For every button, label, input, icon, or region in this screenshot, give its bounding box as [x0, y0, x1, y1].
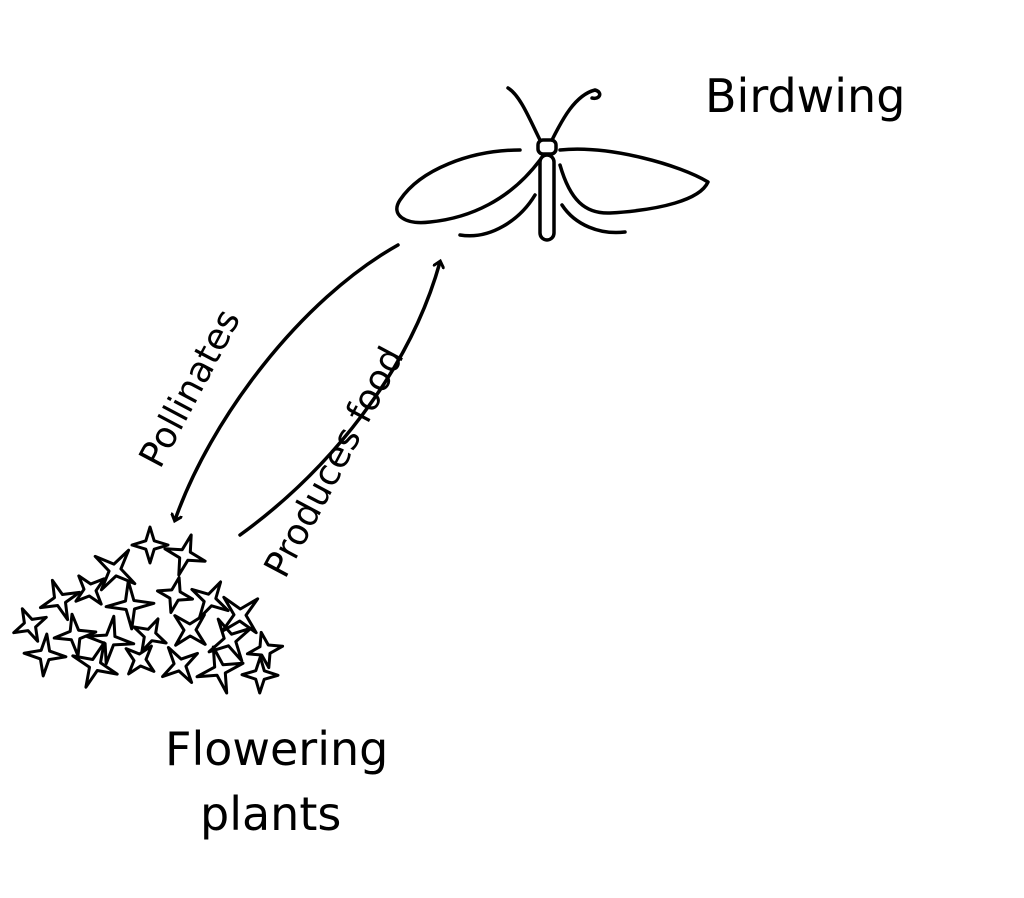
- pollinates-label: Pollinates: [132, 303, 249, 474]
- flower-star: [195, 645, 245, 695]
- flower-star: [190, 580, 230, 620]
- flower-star: [22, 632, 68, 678]
- pollinates-arrow: [175, 243, 400, 520]
- flower-star: [207, 617, 253, 663]
- flower-star: [52, 612, 98, 658]
- flowering-label: Flowering: [165, 722, 388, 776]
- flower-star: [93, 548, 137, 592]
- flower-star: [163, 533, 207, 577]
- flower-star: [132, 617, 168, 653]
- flower-star: [84, 614, 136, 666]
- flower-star: [12, 607, 48, 643]
- plants-label: plants: [200, 787, 341, 841]
- flower-star: [74, 574, 106, 606]
- flowering-plants-icon: [12, 525, 285, 695]
- birdwing-label: Birdwing: [705, 69, 905, 123]
- flower-star: [71, 641, 119, 689]
- produces-food-arrow: [238, 262, 440, 537]
- flower-star: [173, 613, 207, 647]
- produces-food-label: Produces food: [257, 340, 413, 584]
- flower-star: [245, 630, 285, 670]
- flower-star: [156, 576, 194, 614]
- flower-star: [220, 595, 260, 635]
- flower-star: [104, 579, 156, 631]
- flower-star: [130, 525, 170, 565]
- butterfly-icon: [395, 86, 710, 242]
- flower-star: [161, 646, 199, 684]
- flower-star: [124, 644, 156, 676]
- flower-star: [240, 655, 280, 695]
- flower-star: [38, 578, 82, 622]
